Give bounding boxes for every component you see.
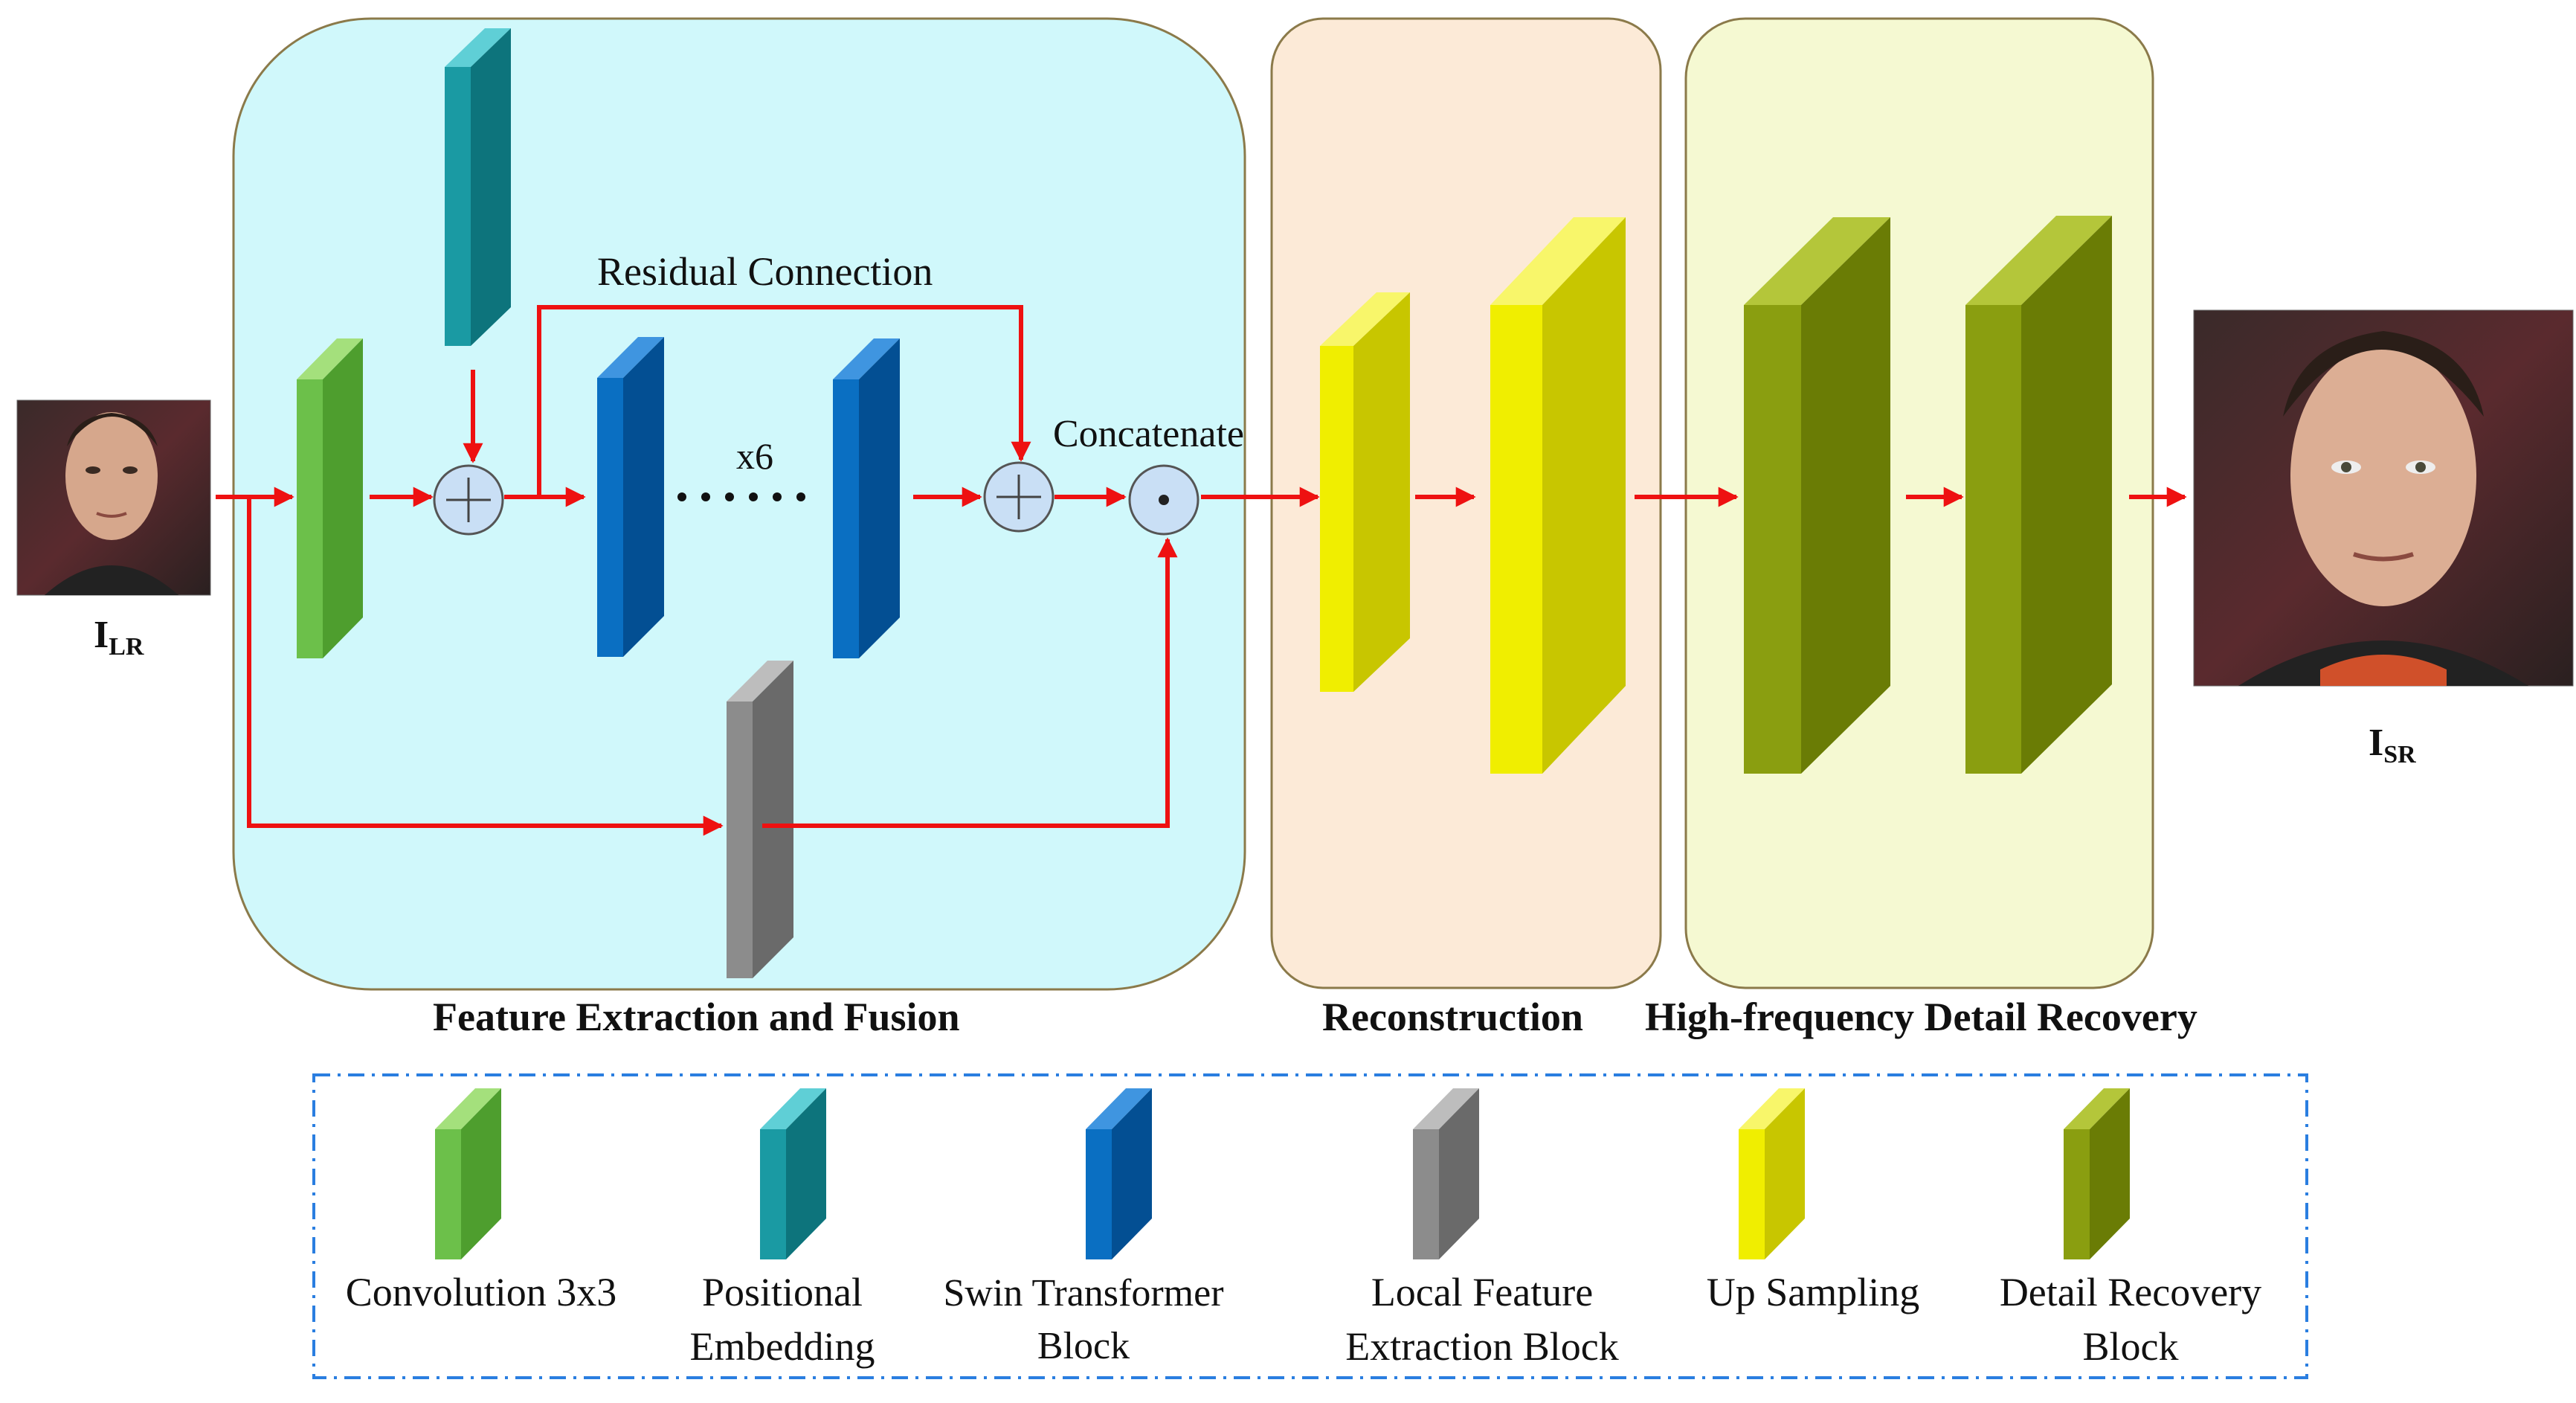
stage-label-hf: High-frequency Detail Recovery [1645,995,2197,1039]
legend-item-convolution: Convolution 3x3 [346,1088,617,1314]
svg-text:Positional: Positional [702,1270,863,1314]
legend-box [312,1073,2308,1379]
output-image [2193,309,2574,687]
concat-label: Concatenate [1053,413,1244,455]
svg-text:Detail Recovery: Detail Recovery [2000,1270,2261,1314]
block-upsampling-2 [1490,217,1626,774]
output-label: ISR [2369,722,2416,768]
legend-item-swin-transformer: Swin Transformer Block [943,1088,1224,1367]
svg-text:Convolution 3x3: Convolution 3x3 [346,1270,617,1314]
flow-arrows [216,305,2187,836]
block-swin-transformer-2 [833,338,900,658]
concat-operator [1128,464,1200,536]
svg-text:Block: Block [1037,1325,1130,1367]
stage-label-reconstruction: Reconstruction [1322,995,1583,1039]
svg-text:Local Feature: Local Feature [1371,1270,1593,1314]
residual-label: Residual Connection [597,249,933,294]
svg-text:Extraction Block: Extraction Block [1345,1324,1618,1369]
input-image [16,399,211,596]
block-convolution [297,338,363,658]
block-positional-embedding [445,28,511,346]
block-local-feature-extraction [727,661,793,978]
input-label: ILR [94,614,144,661]
arrow-local-to-concat [762,537,1178,828]
svg-text:Swin Transformer: Swin Transformer [943,1272,1223,1314]
repeat-label: x6 [736,435,773,477]
legend-item-upsampling: Up Sampling [1707,1088,1920,1314]
svg-text:Embedding: Embedding [690,1324,875,1369]
stage-label-feature: Feature Extraction and Fusion [433,995,960,1039]
block-upsampling-1 [1320,292,1410,692]
block-swin-transformer-1 [597,337,664,657]
arrow-skip-to-local [247,497,724,836]
legend-item-local-feature: Local Feature Extraction Block [1345,1088,1619,1369]
add-operator-2 [983,461,1054,533]
legend-item-detail-recovery: Detail Recovery Block [2000,1088,2261,1369]
arrow-residual [537,305,1031,497]
legend-item-positional-embedding: Positional Embedding [690,1088,875,1369]
add-operator-1 [433,464,504,536]
svg-text:Block: Block [2083,1324,2179,1369]
repeat-ellipsis [677,492,805,501]
block-detail-recovery-1 [1744,217,1890,774]
svg-text:Up Sampling: Up Sampling [1707,1270,1920,1314]
block-detail-recovery-2 [1965,216,2112,774]
